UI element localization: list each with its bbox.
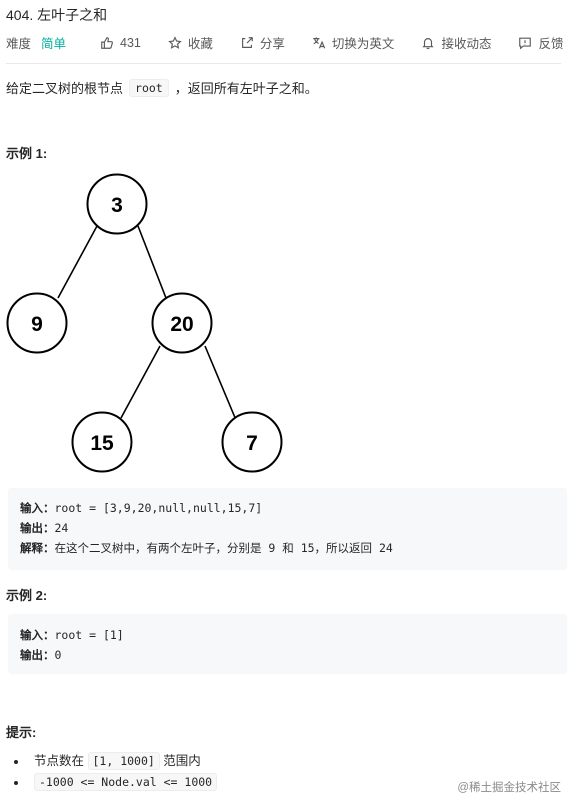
- feedback-icon: [519, 37, 532, 49]
- example2-output-row: 输出：0: [20, 647, 61, 663]
- explain-value: 在这个二叉树中，有两个左叶子，分别是 9 和 15，所以返回 24: [54, 541, 393, 555]
- like-button[interactable]: 431: [100, 36, 141, 50]
- input-value: root = [1]: [54, 628, 124, 642]
- tree-edge: [120, 345, 161, 419]
- share-label: 分享: [259, 37, 285, 51]
- favorite-button[interactable]: 收藏: [168, 33, 213, 52]
- input-label: 输入：: [20, 503, 55, 515]
- favorite-label: 收藏: [187, 37, 213, 51]
- feedback-button[interactable]: 反馈: [518, 33, 563, 52]
- difficulty-label: 难度: [6, 37, 32, 51]
- example1-tree-diagram: 3 9 20 15 7: [6, 173, 283, 473]
- example1-heading: 示例 1:: [6, 146, 48, 161]
- tree-node-circle: [6, 292, 68, 354]
- translate-icon: [313, 36, 326, 48]
- problem-title: 404. 左叶子之和: [6, 7, 108, 23]
- example1-explain-row: 解释：在这个二叉树中，有两个左叶子，分别是 9 和 15，所以返回 24: [20, 540, 393, 556]
- list-item: 节点数在 [1, 1000] 范围内: [28, 750, 217, 770]
- tree-edge: [204, 345, 237, 421]
- example2-heading: 示例 2:: [6, 588, 48, 603]
- tree-node-label: 9: [31, 313, 43, 336]
- follow-button[interactable]: 接收动态: [421, 33, 491, 52]
- like-count: 431: [120, 35, 141, 50]
- share-button[interactable]: 分享: [240, 33, 285, 52]
- description-text-after: ，返回所有左叶子之和。: [174, 81, 318, 96]
- output-label: 输出：: [20, 523, 55, 535]
- tip-text: 节点数在: [34, 754, 85, 768]
- star-icon: [168, 35, 182, 49]
- tip-code: [1, 1000]: [87, 752, 160, 770]
- tree-node-label: 7: [246, 432, 258, 455]
- translate-label: 切换为英文: [331, 37, 395, 51]
- feedback-label: 反馈: [538, 37, 564, 51]
- tree-node-label: 3: [111, 194, 123, 217]
- input-value: root = [3,9,20,null,null,15,7]: [54, 501, 263, 515]
- tips-list: 节点数在 [1, 1000] 范围内 -1000 <= Node.val <= …: [28, 750, 218, 795]
- tip-code: -1000 <= Node.val <= 1000: [34, 773, 218, 791]
- tip-text: 范围内: [163, 754, 201, 768]
- tree-edge: [137, 225, 167, 299]
- tree-node-circle: [71, 411, 133, 473]
- explain-label: 解释：: [20, 543, 55, 555]
- share-icon: [241, 36, 253, 48]
- list-item: -1000 <= Node.val <= 1000: [28, 773, 218, 791]
- tree-edge: [57, 225, 98, 299]
- tips-heading: 提示:: [6, 725, 37, 740]
- description-code-root: root: [129, 78, 169, 97]
- example2-input-row: 输入：root = [1]: [20, 627, 124, 643]
- description-text-before: 给定二叉树的根节点: [6, 81, 124, 96]
- problem-description: 给定二叉树的根节点 root ，返回所有左叶子之和。: [6, 78, 318, 97]
- translate-button[interactable]: 切换为英文: [312, 33, 395, 52]
- problem-meta-bar: 难度 简单 431 收藏 分享 切换为英文 接收动态 反馈: [6, 33, 567, 52]
- watermark: @稀土掘金技术社区: [457, 782, 561, 794]
- thumb-up-icon: [101, 36, 113, 49]
- input-label: 输入：: [20, 630, 55, 642]
- header-divider: [6, 63, 561, 64]
- tree-node-circle: [151, 292, 213, 354]
- output-label: 输出：: [20, 650, 55, 662]
- output-value: 0: [54, 648, 62, 662]
- example1-input-row: 输入：root = [3,9,20,null,null,15,7]: [20, 500, 262, 516]
- follow-label: 接收动态: [441, 37, 492, 51]
- tree-node-circle: [221, 411, 283, 473]
- difficulty-badge: 简单: [41, 37, 67, 51]
- example1-code-block: 输入：root = [3,9,20,null,null,15,7] 输出：24 …: [8, 488, 567, 570]
- output-value: 24: [54, 521, 69, 535]
- tree-node-label: 15: [90, 432, 114, 455]
- bell-icon: [422, 37, 435, 49]
- example2-code-block: 输入：root = [1] 输出：0: [8, 614, 567, 674]
- tree-node-label: 20: [170, 313, 193, 336]
- example1-output-row: 输出：24: [20, 520, 68, 536]
- tree-node-circle: [86, 173, 148, 235]
